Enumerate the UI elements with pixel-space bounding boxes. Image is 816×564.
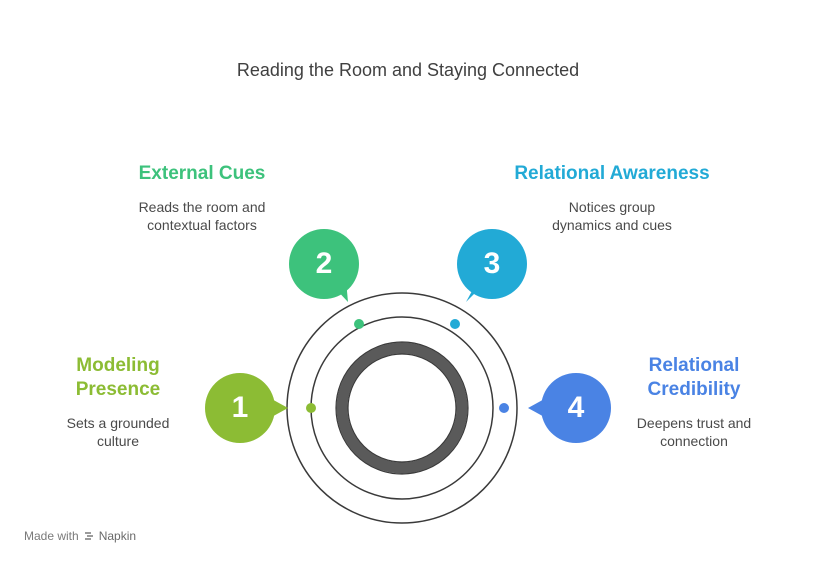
napkin-logo-icon bbox=[84, 532, 93, 540]
inner-core-outline bbox=[335, 341, 469, 475]
step3-title: Relational Awareness bbox=[497, 162, 727, 186]
inner-core-ring bbox=[336, 342, 468, 474]
made-with-text: Made with bbox=[24, 529, 79, 543]
step3-badge: 3 bbox=[457, 229, 527, 299]
step1-title: Modeling Presence bbox=[48, 354, 188, 402]
step4-title-line2: Credibility bbox=[647, 379, 741, 400]
step4-title-line1: Relational bbox=[648, 355, 740, 376]
step2-number: 2 bbox=[315, 247, 333, 280]
step3-number: 3 bbox=[483, 247, 501, 280]
step3-desc-line2: dynamics and cues bbox=[552, 217, 672, 233]
step3-title-line1: Relational Awareness bbox=[514, 163, 710, 184]
step4-desc-line1: Deepens trust and bbox=[636, 415, 752, 431]
step1-title-line1: Modeling bbox=[76, 355, 160, 376]
step4-number: 4 bbox=[567, 391, 585, 424]
step3-description: Notices group dynamics and cues bbox=[522, 198, 702, 234]
step1-badge: 1 bbox=[205, 373, 275, 443]
step1-description: Sets a grounded culture bbox=[48, 414, 188, 450]
step2-title: External Cues bbox=[112, 162, 292, 186]
step1-number: 1 bbox=[231, 391, 249, 424]
step2-dot bbox=[354, 319, 364, 329]
step1-desc-line2: culture bbox=[96, 433, 140, 449]
step4-desc-line2: connection bbox=[660, 433, 728, 449]
step2-title-line1: External Cues bbox=[138, 163, 266, 184]
step1-dot bbox=[306, 403, 316, 413]
step4-badge: 4 bbox=[541, 373, 611, 443]
step2-desc-line1: Reads the room and bbox=[138, 199, 266, 215]
step2-badge: 2 bbox=[289, 229, 359, 299]
footer-watermark: Made with Napkin bbox=[24, 529, 136, 543]
step4-description: Deepens trust and connection bbox=[614, 414, 774, 450]
napkin-brand-text: Napkin bbox=[98, 529, 137, 543]
step3-dot bbox=[450, 319, 460, 329]
step2-desc-line2: contextual factors bbox=[147, 217, 257, 233]
step4-dot bbox=[499, 403, 509, 413]
step1-desc-line1: Sets a grounded bbox=[66, 415, 170, 431]
step2-description: Reads the room and contextual factors bbox=[112, 198, 292, 234]
step4-title: Relational Credibility bbox=[614, 354, 774, 402]
step1-title-line2: Presence bbox=[75, 379, 161, 400]
diagram-title: Reading the Room and Staying Connected bbox=[236, 60, 580, 80]
inner-core-inline bbox=[347, 353, 457, 463]
outer-ring bbox=[286, 292, 518, 524]
step3-desc-line1: Notices group bbox=[568, 199, 656, 215]
